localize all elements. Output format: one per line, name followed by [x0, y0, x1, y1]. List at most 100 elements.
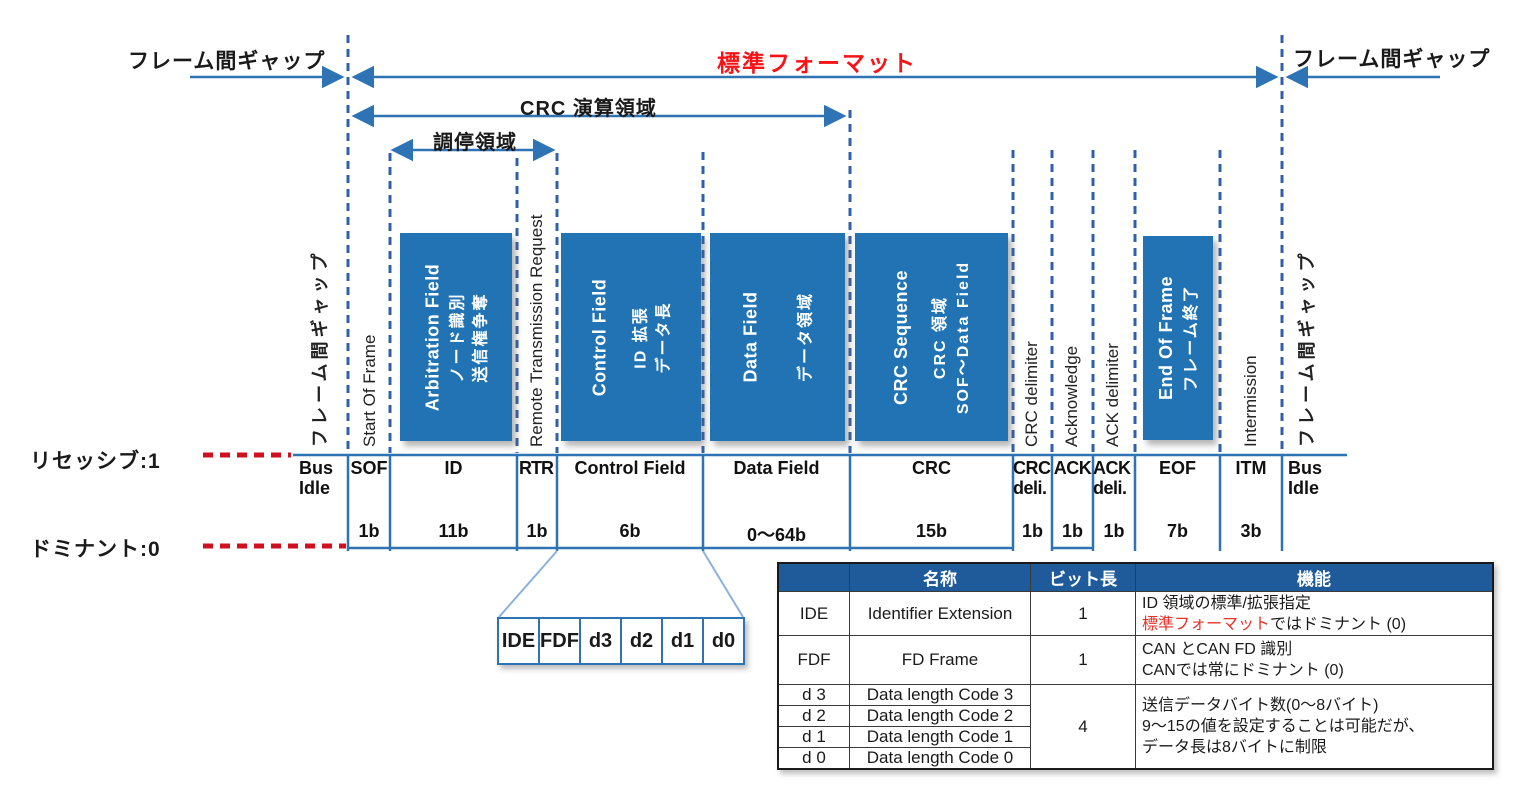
ide-name: Identifier Extension [849, 591, 1031, 636]
arbitration-field-ja2: 送信権争奪 [472, 292, 490, 383]
standard-format-label: 標準フォーマット [717, 50, 917, 76]
frame-gap-left-label: フレーム間ギャップ [128, 50, 326, 73]
bit-cell-d3: d3 [579, 617, 622, 665]
data-field-box: Data Field データ領域 [710, 233, 845, 441]
recessive-label: リセッシブ:1 [30, 450, 161, 473]
data-field-en: Data Field [740, 291, 761, 383]
crc-field-en: CRC Sequence [891, 269, 912, 405]
bits-ack: 1b [1061, 521, 1083, 541]
header-blank [777, 562, 850, 592]
header-bits: ビット長 [1030, 562, 1136, 592]
bits-control: 6b [619, 521, 641, 541]
table-header-row: 名称 ビット長 機能 [777, 562, 1494, 592]
d3-abbr: d 3 [777, 684, 850, 706]
seg-ack: ACK [1053, 458, 1092, 478]
bit-cell-ide: IDE [497, 617, 540, 665]
dlc-bits: 4 [1030, 684, 1136, 770]
eof-field-ja1: フレーム終了 [1183, 284, 1200, 392]
ide-func-line2: ではドミナント (0) [1270, 615, 1407, 633]
data-field-ja1: データ領域 [797, 292, 815, 383]
dlc-func-line2: 9〜15の値を設定することは可能だが、 [1142, 718, 1425, 735]
bus-idle-right-label: Bus Idle [1288, 458, 1323, 498]
bit-cell-d1: d1 [661, 617, 704, 665]
vlabel-frame-gap-left: フレーム間ギャップ [310, 249, 330, 447]
bits-sof: 1b [358, 521, 380, 541]
seg-eof: EOF [1158, 458, 1196, 478]
control-field-en: Control Field [589, 278, 610, 396]
table-row-ide: IDE Identifier Extension 1 ID 領域の標準/拡張指定… [777, 591, 1494, 636]
header-name: 名称 [849, 562, 1031, 592]
eof-field-en: End Of Frame [1156, 275, 1176, 401]
table-row-d0: d 0 Data length Code 0 [777, 747, 1493, 770]
crc-field-box: CRC Sequence CRC 領域 SOF〜Data Field [855, 233, 1008, 441]
arbitration-field-box: Arbitration Field ノード識別 送信権争奪 [400, 233, 512, 441]
ide-abbr: IDE [777, 591, 850, 636]
fdf-func-line1: CAN とCAN FD 識別 [1142, 641, 1293, 658]
bus-idle-left-label: Bus Idle [299, 458, 334, 498]
d2-name: Data length Code 2 [849, 705, 1031, 727]
seg-data-field: Data Field [733, 458, 820, 478]
vlabel-intermission: Intermission [1241, 355, 1260, 447]
bits-rtr: 1b [526, 521, 548, 541]
vlabel-rtr: Remote Transmission Request [527, 214, 546, 447]
dlc-func-line3: データ長は8バイトに制限 [1142, 739, 1327, 756]
d1-abbr: d 1 [777, 726, 850, 748]
bit-cell-d0: d0 [702, 617, 745, 665]
arbitration-field-en: Arbitration Field [422, 263, 443, 411]
ide-bits: 1 [1030, 591, 1136, 636]
bit-cell-d2: d2 [620, 617, 663, 665]
bits-eof: 7b [1166, 521, 1188, 541]
bits-crc: 15b [915, 521, 948, 541]
seg-itm: ITM [1235, 458, 1267, 478]
bits-id: 11b [438, 521, 469, 541]
bit-cell-fdf: FDF [538, 617, 581, 665]
control-field-bit-row: IDE FDF d3 d2 d1 d0 [497, 617, 745, 665]
fdf-abbr: FDF [777, 635, 850, 685]
fdf-name: FD Frame [849, 635, 1031, 685]
seg-sof: SOF [350, 458, 388, 478]
bits-data: 0〜64b [746, 525, 807, 545]
control-field-ja2: データ長 [655, 301, 673, 374]
frame-gap-right-label: フレーム間ギャップ [1293, 48, 1491, 71]
arbitration-region-label: 調停領域 [433, 132, 517, 154]
vlabel-ack-delimiter: ACK delimiter [1103, 343, 1122, 447]
fdf-func-line2: CANでは常にドミナント (0) [1142, 662, 1344, 679]
bit-spec-table: 名称 ビット長 機能 IDE Identifier Extension 1 ID… [777, 562, 1494, 770]
bits-crc-deli: 1b [1021, 521, 1043, 541]
d2-abbr: d 2 [777, 705, 850, 727]
table-row-d3: d 3 Data length Code 3 4 送信データバイト数(0〜8バイ… [777, 684, 1494, 770]
table-row-fdf: FDF FD Frame 1 CAN とCAN FD 識別 CANでは常にドミナ… [777, 635, 1494, 685]
seg-control-field: Control Field [574, 458, 686, 478]
crc-field-ja1: CRC 領域 [932, 295, 950, 379]
dlc-function: 送信データバイト数(0〜8バイト) 9〜15の値を設定することは可能だが、 デー… [1135, 684, 1494, 770]
fdf-function: CAN とCAN FD 識別 CANでは常にドミナント (0) [1135, 635, 1494, 685]
d0-abbr: d 0 [777, 747, 850, 770]
header-function: 機能 [1135, 562, 1494, 592]
seg-id: ID [444, 458, 463, 478]
crc-field-ja2: SOF〜Data Field [955, 260, 973, 414]
ide-func-line1: ID 領域の標準/拡張指定 [1142, 594, 1311, 612]
table-row-d1: d 1 Data length Code 1 [777, 726, 1493, 748]
vlabel-frame-gap-right: フレーム間ギャップ [1297, 249, 1317, 447]
bits-ack-deli: 1b [1103, 521, 1125, 541]
bits-itm: 3b [1240, 521, 1262, 541]
vlabel-acknowledge: Acknowledge [1062, 345, 1081, 447]
dlc-func-line1: 送信データバイト数(0〜8バイト) [1142, 697, 1379, 714]
eof-field-box: End Of Frame フレーム終了 [1143, 236, 1213, 440]
seg-crc: CRC [912, 458, 951, 478]
control-field-box: Control Field ID 拡張 データ長 [561, 233, 701, 441]
arbitration-field-ja1: ノード識別 [449, 292, 467, 383]
crc-region-label: CRC 演算領域 [520, 98, 657, 120]
d3-name: Data length Code 3 [849, 684, 1031, 706]
ide-func-line2-red: 標準フォーマット [1142, 615, 1271, 633]
seg-rtr: RTR [519, 458, 554, 478]
control-field-ja1: ID 拡張 [632, 305, 650, 369]
seg-ack-deli: ACK deli. [1093, 458, 1131, 498]
ide-function: ID 領域の標準/拡張指定 標準フォーマットではドミナント (0) [1135, 591, 1494, 636]
vlabel-start-of-frame: Start Of Frame [360, 334, 379, 447]
vlabel-crc-delimiter: CRC delimiter [1022, 341, 1041, 447]
fdf-bits: 1 [1030, 635, 1136, 685]
dominant-label: ドミナント:0 [30, 538, 161, 561]
